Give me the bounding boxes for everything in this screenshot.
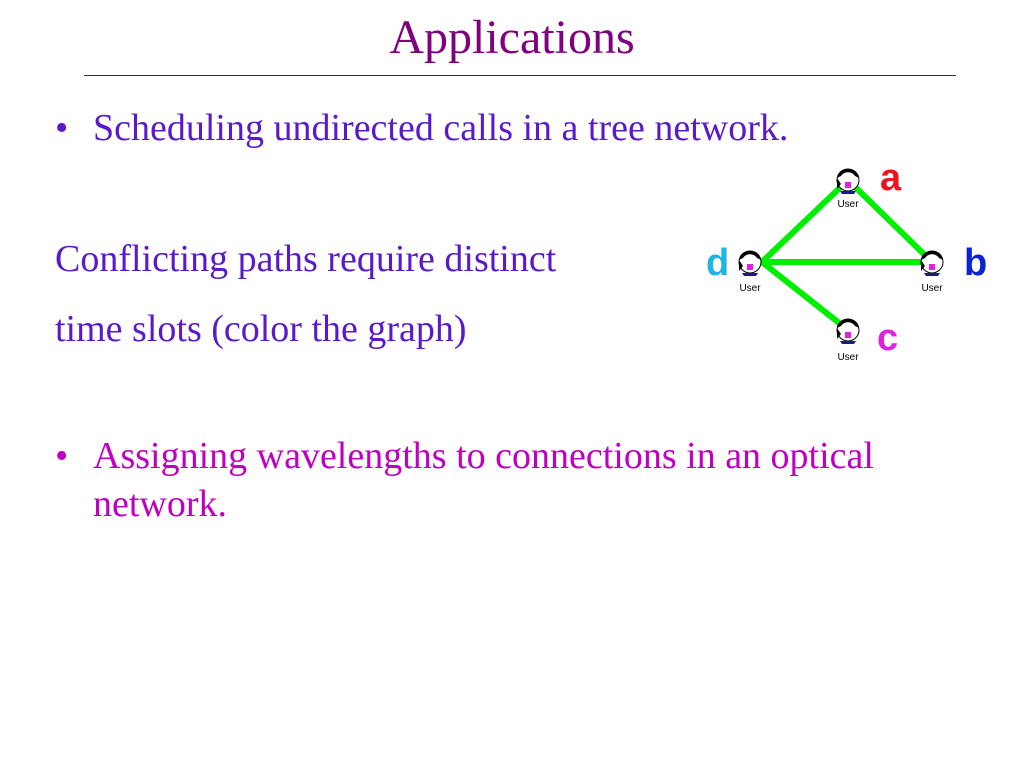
graph-node-a: User a <box>836 157 902 210</box>
bullet-marker: • <box>55 435 69 477</box>
user-head-icon <box>836 318 860 344</box>
bullet-marker: • <box>55 107 69 149</box>
graph-node-c: User c <box>836 317 898 363</box>
user-caption: User <box>921 283 943 294</box>
conflict-graph: User a User b User c <box>706 157 987 363</box>
user-head-icon <box>920 250 944 276</box>
graph-edge-d-c <box>759 259 851 333</box>
user-caption: User <box>739 283 761 294</box>
user-caption: User <box>837 199 859 210</box>
graph-edge-a-d <box>759 177 851 265</box>
user-caption: User <box>837 352 859 363</box>
graph-edge-a-b <box>845 177 935 265</box>
graph-node-b: User b <box>920 242 987 294</box>
node-label-a: a <box>880 157 902 199</box>
graph-node-d: User d <box>706 242 762 294</box>
node-label-c: c <box>877 317 898 359</box>
body-line-conflicting: Conflicting paths require distinct <box>55 238 557 280</box>
user-head-icon <box>836 168 860 194</box>
bullet-text: Scheduling undirected calls in a tree ne… <box>93 107 789 149</box>
node-label-b: b <box>964 242 987 284</box>
user-head-icon <box>738 250 762 276</box>
title-divider <box>84 75 956 76</box>
bullet-text: Assigning wavelengths to connections in … <box>93 435 874 525</box>
body-line-time-slots: time slots (color the graph) <box>55 308 467 350</box>
node-label-d: d <box>706 242 729 284</box>
slide-title: Applications <box>389 11 635 64</box>
